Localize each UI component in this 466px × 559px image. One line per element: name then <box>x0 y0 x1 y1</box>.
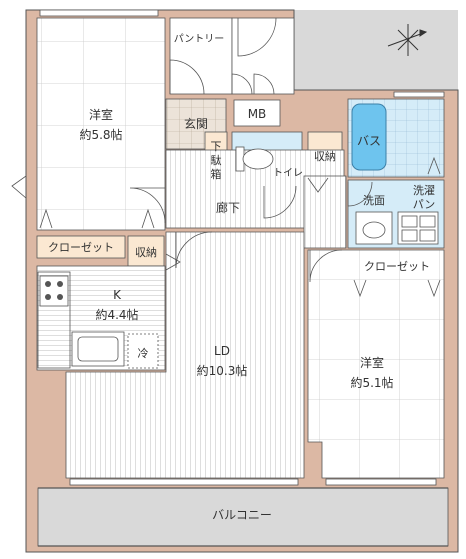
windows <box>39 9 445 486</box>
stove-icon <box>39 275 69 307</box>
sink-icon <box>71 331 125 367</box>
label-western-nw: 洋室 <box>89 107 113 122</box>
label-ld: LD <box>214 344 230 358</box>
label-getabako: 下駄箱 <box>211 140 222 181</box>
label-western-se: 洋室 <box>360 355 384 370</box>
closet-door-marks <box>11 156 441 298</box>
bathtub <box>351 103 387 171</box>
label-kitchen-size: 約4.4帖 <box>95 307 138 322</box>
closet-west-box <box>36 235 126 259</box>
balcony-floor <box>37 487 449 547</box>
label-storage-ld: 収納 <box>135 246 157 259</box>
label-washer-pan: 洗濯パン <box>413 184 436 211</box>
label-fridge: 冷 <box>138 347 149 360</box>
western-room-nw-floor <box>36 17 166 231</box>
label-toilet: トイレ <box>273 168 303 179</box>
pantry-floor <box>169 17 233 95</box>
label-hallway: 廊下 <box>216 200 240 215</box>
label-closet-east: クローゼット <box>364 260 430 273</box>
hallway-lower-floor <box>303 175 347 249</box>
label-genkan: 玄関 <box>184 116 208 131</box>
toilet-icon <box>235 146 274 172</box>
label-bath: バス <box>357 134 381 148</box>
doors <box>129 17 373 283</box>
label-pantry: パントリー <box>174 33 225 45</box>
balcony-railing <box>38 487 448 547</box>
label-kitchen: K <box>113 288 122 302</box>
exterior-area <box>294 10 458 90</box>
label-storage-hall: 収納 <box>314 150 336 163</box>
western-room-se-floor <box>307 249 445 479</box>
label-ld-size: 約10.3帖 <box>197 363 248 378</box>
label-washroom: 洗面 <box>363 194 385 207</box>
fridge-box <box>127 333 159 369</box>
label-closet-west: クローゼット <box>48 241 114 254</box>
compass-icon <box>387 24 428 56</box>
washbasin-icon <box>355 211 393 245</box>
ld-floor <box>65 231 305 479</box>
washer-pan-icon <box>397 211 439 245</box>
label-balcony: バルコニー <box>212 508 272 522</box>
kitchen-counter <box>37 271 71 369</box>
label-mb: MB <box>248 107 267 121</box>
label-western-nw-size: 約5.8帖 <box>79 127 122 142</box>
mb-box <box>233 99 281 127</box>
label-western-se-size: 約5.1帖 <box>350 375 393 390</box>
